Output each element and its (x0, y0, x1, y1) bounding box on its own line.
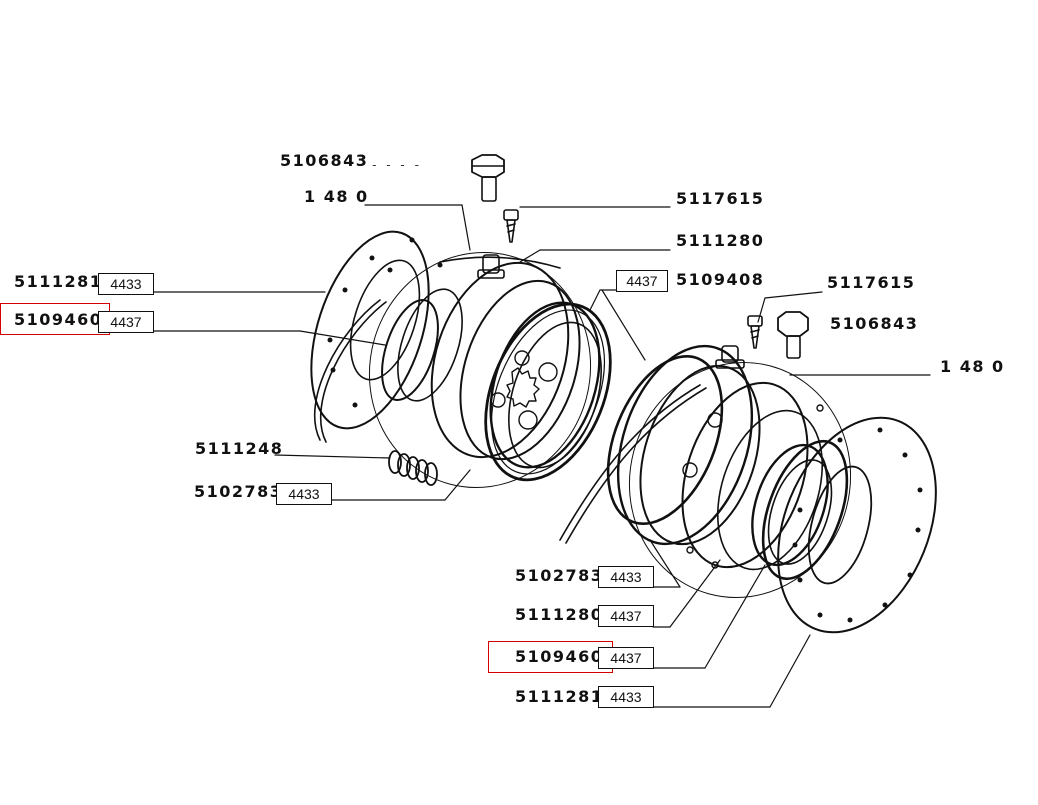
ref-seal-left: 4437 (616, 270, 668, 292)
ref-oring-right: 4437 (598, 647, 654, 669)
left-housing (368, 252, 602, 488)
top-bolt-left (471, 154, 505, 202)
label-oring-right: 5109460 (515, 647, 604, 666)
label-ring-right: 5111280 (515, 605, 604, 624)
label-housing-left: 1 48 0 (304, 187, 369, 206)
label-seal-left: 5109408 (676, 270, 765, 289)
label-screw-right: 5117615 (827, 273, 916, 292)
label-gasket-right: 5111281 (515, 687, 604, 706)
label-snap-ring-left: 5102783 (194, 482, 283, 501)
ref-gasket-right: 4433 (598, 686, 654, 708)
label-oring-left: 5109460 (14, 310, 103, 329)
label-top-bolt-left: 5106843 (280, 151, 369, 170)
label-ring-left-upper: 5111280 (676, 231, 765, 250)
leader-lines (152, 204, 931, 708)
spring (388, 450, 438, 486)
label-spring: 5111248 (195, 439, 284, 458)
ref-gasket-left: 4433 (98, 273, 154, 295)
top-bolt-right (777, 311, 809, 359)
left-flange-gasket (310, 230, 443, 443)
dashed-leader: - - - - - (358, 158, 422, 172)
label-screw-left: 5117615 (676, 189, 765, 208)
right-flange-gasket (559, 384, 937, 634)
left-seal-ring (484, 302, 612, 482)
ref-snap-ring-right: 4433 (598, 566, 654, 588)
label-top-bolt-right: 5106843 (830, 314, 919, 333)
label-housing-right: 1 48 0 (940, 357, 1005, 376)
label-snap-ring-right: 5102783 (515, 566, 604, 585)
screw-left (503, 209, 519, 243)
screw-right (747, 315, 763, 349)
label-gasket-left: 5111281 (14, 272, 103, 291)
ref-oring-left: 4437 (98, 311, 154, 333)
ref-snap-ring-left: 4433 (276, 483, 332, 505)
ref-ring-right: 4437 (598, 605, 654, 627)
